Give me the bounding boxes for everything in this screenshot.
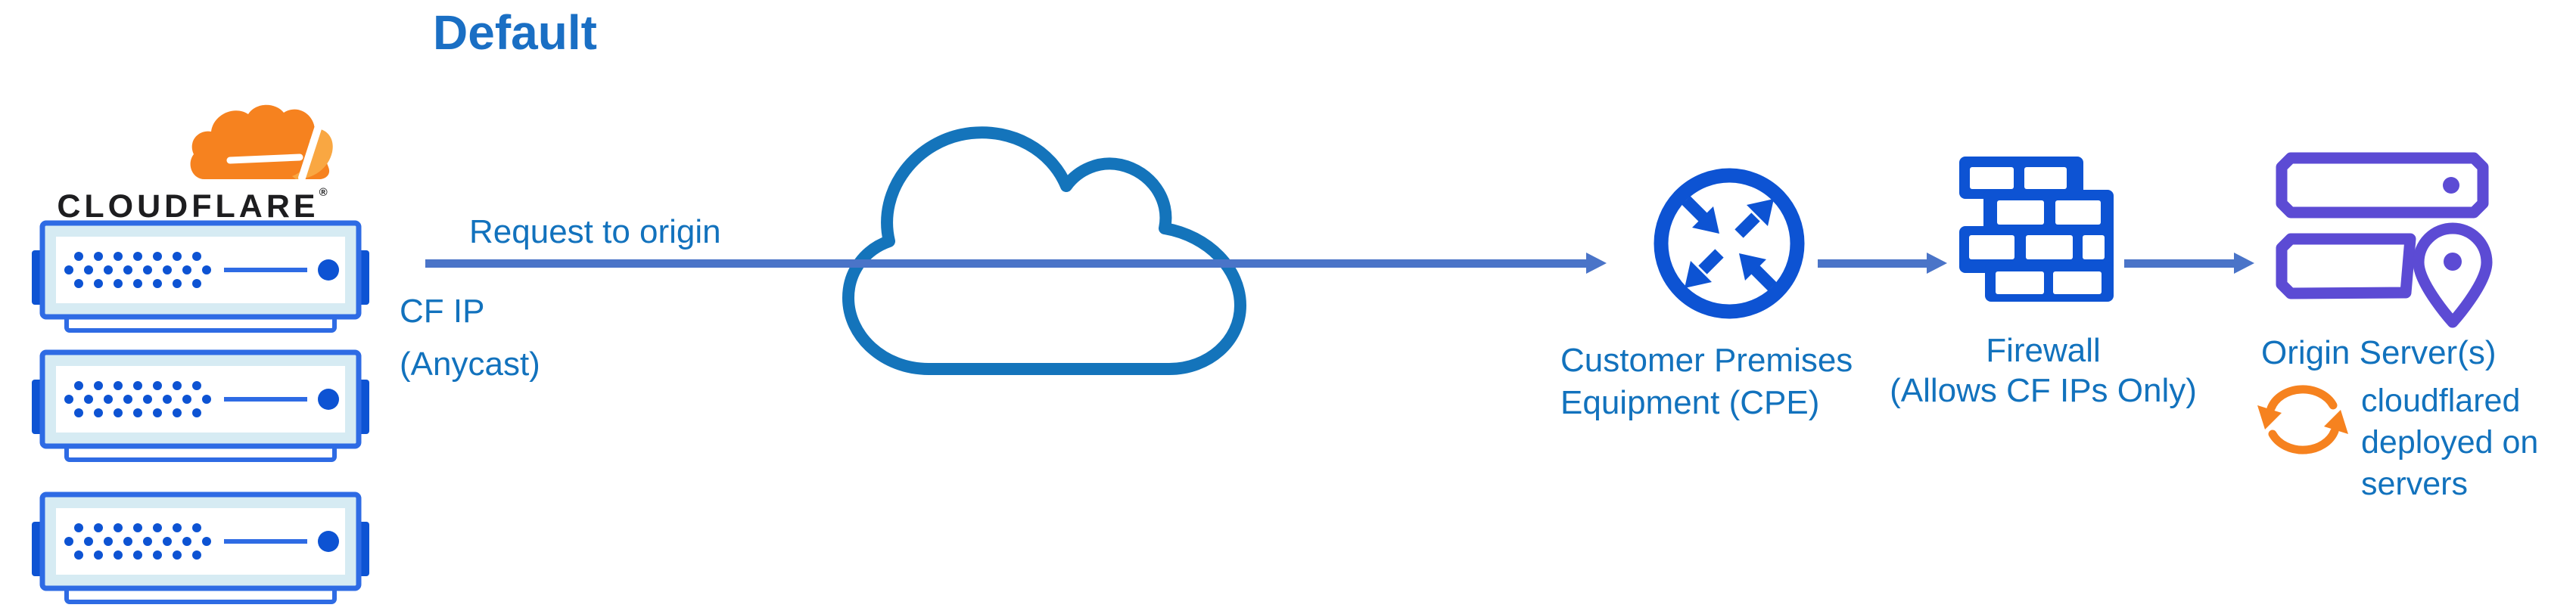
- brand-text: CLOUDFLARE: [57, 188, 319, 225]
- firewall-label: Firewall (Allows CF IPs Only): [1869, 330, 2217, 411]
- internet-cloud-icon: [842, 126, 1246, 375]
- cpe-to-firewall-arrow-head-icon: [1927, 253, 1947, 274]
- cpe-label-line2: Equipment (CPE): [1560, 384, 1820, 421]
- request-arrow-line: [425, 259, 1588, 268]
- anycast-line: (Anycast): [400, 346, 540, 383]
- firewall-to-origin-arrow-line: [2124, 259, 2235, 268]
- cpe-label-line1: Customer Premises: [1560, 342, 1853, 379]
- router-arrows: [1682, 196, 1777, 291]
- cpe-router-icon: [1654, 168, 1805, 319]
- cf-ip-anycast-label: CF IP (Anycast): [400, 285, 540, 391]
- edge-server-icon: [32, 220, 369, 333]
- firewall-label-line2: (Allows CF IPs Only): [1890, 372, 2197, 409]
- edge-server-icon: [30, 492, 371, 606]
- location-pin-icon: [2413, 222, 2493, 328]
- origin-servers-label: Origin Server(s): [2261, 334, 2497, 371]
- firewall-to-origin-arrow-head-icon: [2234, 253, 2254, 274]
- cloudflared-note-line1: cloudflared: [2361, 383, 2521, 419]
- registered-mark: ®: [319, 186, 328, 199]
- cloudflared-note-line3: servers: [2361, 466, 2468, 502]
- firewall-bricks-icon: [1959, 157, 2114, 302]
- request-arrow-head-icon: [1586, 253, 1607, 274]
- cloudflared-note: cloudflared deployed on servers: [2361, 380, 2538, 505]
- cloudflared-note-line2: deployed on: [2361, 424, 2539, 460]
- edge-server-icon: [30, 349, 371, 464]
- firewall-label-line1: Firewall: [1986, 332, 2101, 369]
- cf-ip-line: CF IP: [400, 293, 485, 330]
- cloudflare-logo-cloud-icon: [190, 104, 333, 181]
- cloudflare-wordmark: CLOUDFLARE®: [42, 186, 342, 225]
- cpe-label: Customer Premises Equipment (CPE): [1560, 340, 1853, 424]
- diagram-title: Default: [433, 5, 597, 60]
- cpe-to-firewall-arrow-line: [1818, 259, 1928, 268]
- request-to-origin-label: Request to origin: [469, 213, 721, 250]
- sync-refresh-icon: [2257, 385, 2348, 454]
- origin-servers-icon: [2276, 152, 2493, 328]
